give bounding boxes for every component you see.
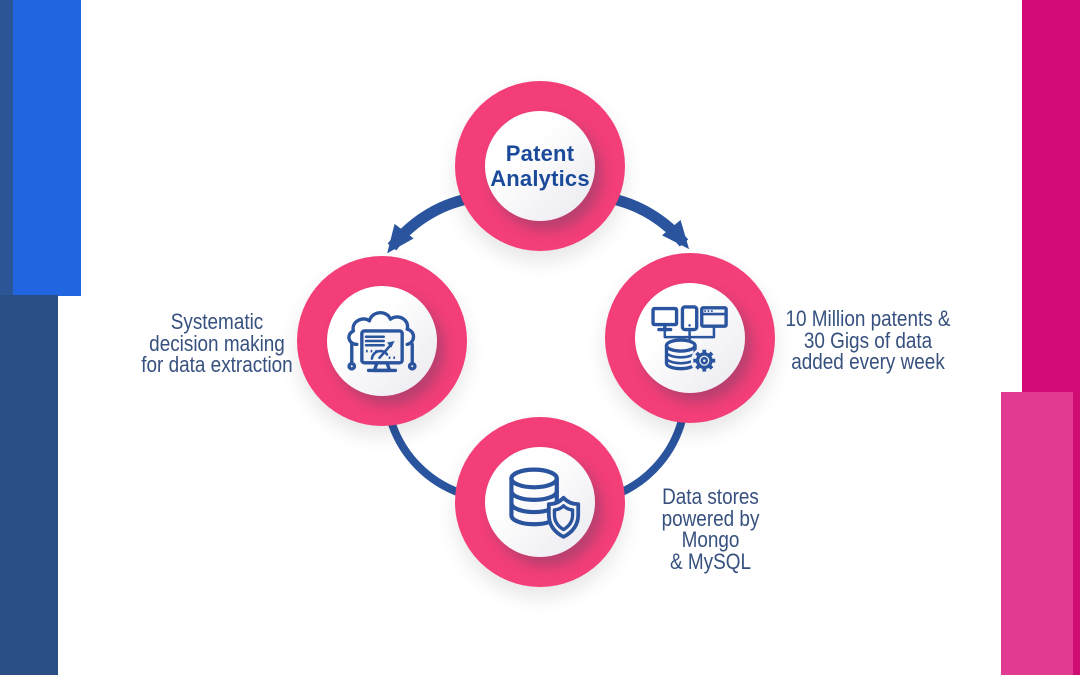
left-blue-bar: [13, 0, 81, 296]
label-line: & MySQL: [670, 548, 751, 574]
label-line: decision making: [149, 330, 285, 356]
node-inner-circle: [485, 447, 595, 557]
right-edge-strip: [1072, 392, 1080, 675]
label-line: powered by Mongo: [661, 505, 760, 552]
node-ring: [297, 256, 467, 426]
node-inner-circle: [635, 283, 745, 393]
right-pink-bar: [1001, 392, 1073, 675]
left-edge-strip: [0, 0, 14, 296]
label-line: Data stores: [662, 484, 759, 509]
devices-database-icon: [651, 305, 728, 375]
label-line: Systematic: [170, 309, 264, 334]
patent-analytics-title: Patent Analytics: [490, 141, 590, 191]
title-line: Analytics: [490, 166, 590, 191]
cloud-computer-icon: [347, 311, 417, 373]
label-line: added every week: [791, 349, 945, 374]
title-line: Patent: [505, 141, 575, 166]
label-bottom: Data stores powered by Mongo & MySQL: [623, 486, 798, 572]
node-ring: [605, 253, 775, 423]
label-line: 10 Million patents &: [785, 306, 951, 331]
label-left: Systematic decision making for data extr…: [97, 311, 337, 376]
node-data-stores: [455, 417, 625, 587]
gear-icon: [693, 349, 716, 372]
arc-left-bottom: [388, 422, 462, 497]
arrow-top-to-left: [387, 193, 469, 254]
node-inner-circle: Patent Analytics: [485, 111, 595, 221]
node-ring: Patent Analytics: [455, 81, 625, 251]
label-right: 10 Million patents & 30 Gigs of data add…: [758, 308, 978, 373]
label-line: 30 Gigs of data: [803, 327, 933, 353]
node-inner-circle: [327, 286, 437, 396]
label-line: for data extraction: [141, 352, 293, 377]
arc-bottom-right: [618, 418, 686, 497]
node-data-extraction: [297, 256, 467, 426]
node-patent-analytics: Patent Analytics: [455, 81, 625, 251]
node-ring: [455, 417, 625, 587]
left-navy-bar: [0, 295, 58, 675]
arrow-top-to-right: [611, 193, 690, 250]
node-patent-data: [605, 253, 775, 423]
database-shield-icon: [509, 467, 581, 539]
right-magenta-bar: [1022, 0, 1080, 393]
